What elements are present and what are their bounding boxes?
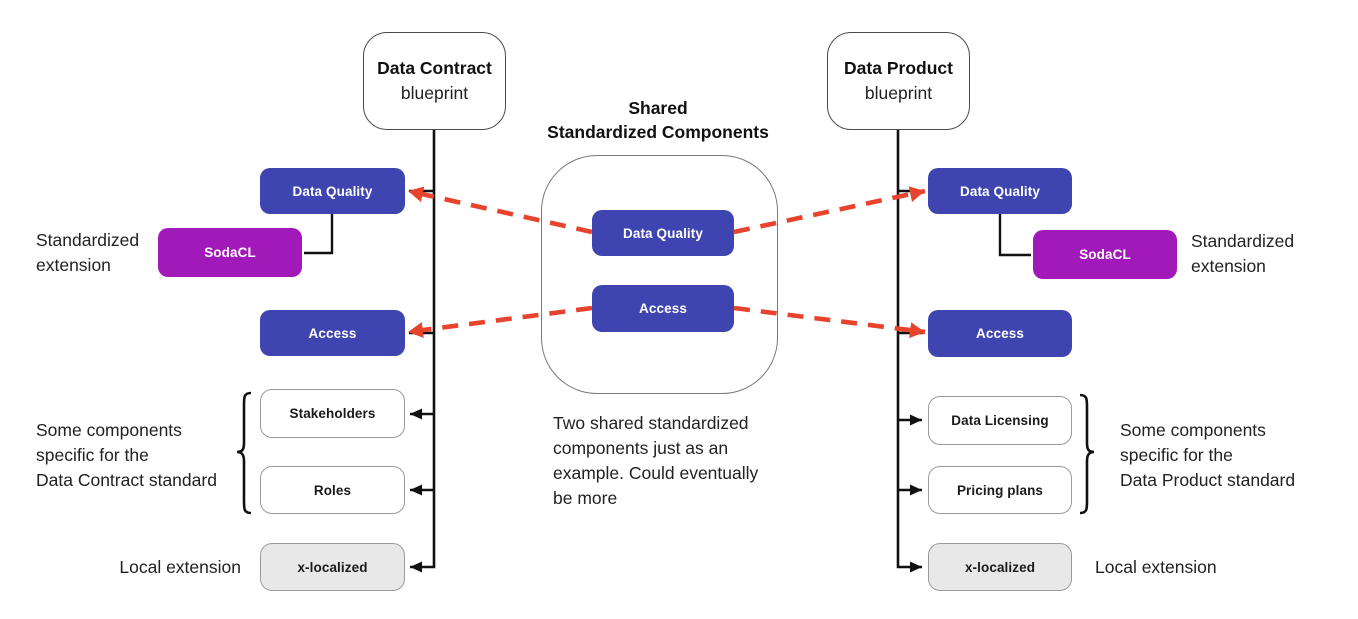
data-contract-blueprint-box: Data Contract blueprint bbox=[363, 32, 506, 130]
data-product-blueprint-subtitle: blueprint bbox=[864, 83, 933, 103]
right-data-licensing-box: Data Licensing bbox=[928, 396, 1072, 445]
right-x-localized-box: x-localized bbox=[928, 543, 1072, 591]
data-product-blueprint-box: Data Product blueprint bbox=[827, 32, 970, 130]
red-link-left-dataquality bbox=[407, 186, 593, 235]
left-sodacl-box: SodaCL bbox=[158, 228, 302, 277]
shared-components-container bbox=[541, 155, 778, 394]
red-link-right-dataquality bbox=[733, 186, 926, 235]
left-local-extension-label: Local extension bbox=[119, 557, 241, 577]
left-sodacl-connector bbox=[304, 213, 334, 255]
left-trunk-line bbox=[410, 130, 436, 573]
right-data-quality-box: Data Quality bbox=[928, 168, 1072, 214]
left-standardized-extension-label: Standardized extension bbox=[36, 230, 140, 275]
center-access-box: Access bbox=[592, 285, 734, 332]
right-sodacl-box: SodaCL bbox=[1033, 230, 1177, 279]
right-access-box: Access bbox=[928, 310, 1072, 357]
right-local-extension-label: Local extension bbox=[1095, 557, 1217, 577]
red-link-left-access bbox=[407, 305, 593, 338]
center-data-quality-box: Data Quality bbox=[592, 210, 734, 256]
shared-components-title: Shared Standardized Components bbox=[547, 98, 769, 142]
data-product-blueprint-title: Data Product bbox=[844, 58, 953, 78]
left-specific-components-label: Some components specific for the Data Co… bbox=[36, 420, 217, 490]
left-access-box: Access bbox=[260, 310, 405, 356]
right-standardized-extension-label: Standardized extension bbox=[1191, 231, 1295, 276]
red-link-right-access bbox=[733, 305, 926, 339]
right-sodacl-connector bbox=[998, 213, 1031, 257]
left-bracket bbox=[236, 391, 252, 515]
data-contract-blueprint-subtitle: blueprint bbox=[400, 83, 469, 103]
right-pricing-plans-box: Pricing plans bbox=[928, 466, 1072, 514]
right-bracket bbox=[1079, 393, 1095, 515]
right-trunk-line bbox=[896, 130, 922, 573]
left-stakeholders-box: Stakeholders bbox=[260, 389, 405, 438]
right-specific-components-label: Some components specific for the Data Pr… bbox=[1120, 420, 1296, 490]
left-data-quality-box: Data Quality bbox=[260, 168, 405, 214]
left-roles-box: Roles bbox=[260, 466, 405, 514]
data-contract-blueprint-title: Data Contract bbox=[377, 58, 492, 78]
left-x-localized-box: x-localized bbox=[260, 543, 405, 591]
shared-components-note: Two shared standardized components just … bbox=[553, 413, 759, 508]
